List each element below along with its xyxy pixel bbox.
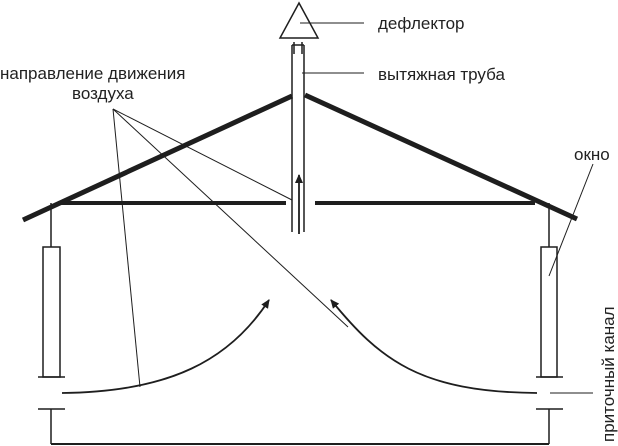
right-airflow-arrow: [330, 299, 538, 394]
exhaust-pipe: [291, 42, 305, 232]
air-direction-label-2: воздуха: [72, 84, 134, 103]
supply-channel-label: приточный канал: [599, 306, 618, 442]
exhaust-pipe-label: вытяжная труба: [378, 65, 505, 84]
roof-right: [303, 92, 579, 222]
deflector-label: дефлектор: [378, 14, 465, 33]
right-wall: [536, 203, 563, 444]
air-direction-label-1: направление движения: [0, 64, 185, 83]
roof-left: [21, 93, 294, 223]
deflector-icon: [278, 1, 320, 39]
window-label: окно: [574, 145, 610, 164]
left-wall: [38, 203, 65, 444]
left-airflow-arrow: [61, 299, 270, 394]
leader-lines: [112, 22, 594, 394]
